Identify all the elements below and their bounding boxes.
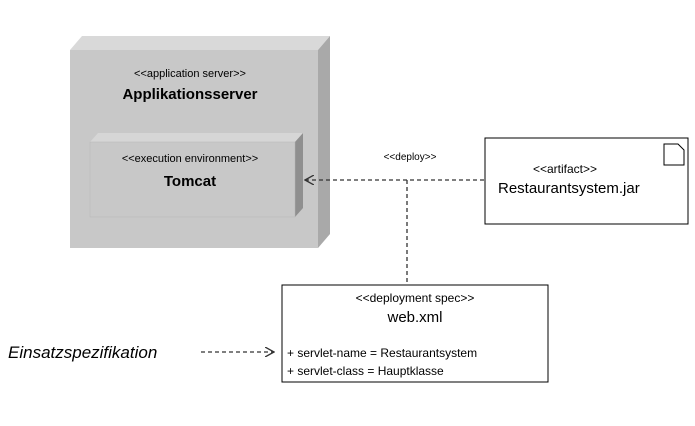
execution-environment-node <box>89 133 303 218</box>
deployment-spec-box <box>281 284 549 383</box>
deployment-spec-property: + servlet-class = Hauptklasse <box>287 364 444 378</box>
deployment-spec-name: web.xml <box>387 309 443 326</box>
execution-environment-stereotype: <<execution environment>> <box>121 153 259 165</box>
document-icon <box>663 143 685 166</box>
artifact-name: Restaurantsystem.jar <box>498 180 640 197</box>
application-server-name: Applikationsserver <box>122 86 258 103</box>
deploy-label: <<deploy>> <box>383 152 437 163</box>
deployment-spec-stereotype: <<deployment spec>> <box>355 291 475 305</box>
artifact-box <box>484 137 689 225</box>
execution-environment-name: Tomcat <box>163 173 217 190</box>
artifact-stereotype: <<artifact>> <box>532 162 598 176</box>
application-server-stereotype: <<application server>> <box>134 68 246 80</box>
annotation-label: Einsatzspezifikation <box>8 343 158 362</box>
deployment-spec-property: + servlet-name = Restaurantsystem <box>287 346 478 360</box>
